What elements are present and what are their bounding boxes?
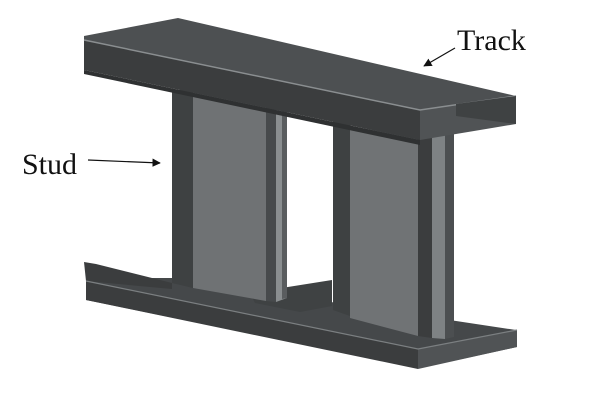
right-stud-web: [418, 102, 432, 338]
bottom-track-back-lip: [84, 262, 172, 289]
left-stud-lip-edge: [282, 108, 287, 299]
top-track-top-surface: [84, 18, 516, 110]
track-label: Track: [457, 24, 526, 57]
left-stud: [172, 90, 287, 302]
left-stud-back-flange: [266, 104, 276, 302]
bottom-track-end-cap: [418, 330, 517, 369]
stud-arrow: [87, 158, 161, 167]
top-track-end-shadow: [456, 96, 516, 124]
right-stud-flange-edge: [445, 101, 454, 339]
left-stud-web: [172, 90, 193, 288]
top-track-lip: [84, 70, 420, 145]
bottom-track-edge-highlight: [85, 280, 518, 350]
bottom-track-front-web: [86, 281, 418, 369]
right-stud-flange: [432, 101, 445, 339]
right-stud-inner-face: [350, 126, 418, 336]
bottom-track-floor: [86, 278, 517, 368]
top-track-front-web: [84, 40, 420, 140]
top-track: [83, 18, 517, 145]
stud-label: Stud: [22, 148, 78, 181]
right-stud-lip: [333, 118, 350, 316]
track-arrow: [423, 47, 456, 67]
right-stud: [333, 101, 454, 339]
left-stud-inner-face: [193, 90, 266, 301]
bottom-track-inner-floor: [250, 280, 332, 312]
bottom-track: [84, 262, 518, 369]
